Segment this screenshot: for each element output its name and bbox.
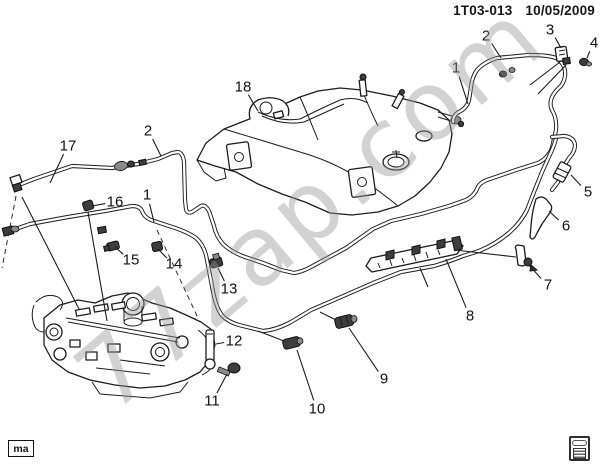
leader-line-17 (49, 153, 65, 184)
drawing-date: 10/05/2009 (525, 3, 595, 18)
callout-18: 18 (235, 79, 252, 96)
leader-line-6 (548, 210, 559, 221)
engine-illustration (31, 292, 216, 399)
line-clip-15 (102, 240, 120, 253)
line-bracket-rail-8 (365, 235, 517, 288)
leader-line-12 (215, 341, 225, 345)
leader-line-2 (152, 138, 162, 157)
leader-line-8 (445, 258, 467, 308)
drawing-number: 1T03-013 (453, 3, 513, 18)
leader-line-10 (296, 349, 315, 401)
strap-bracket-12 (204, 329, 216, 370)
callout-13: 13 (221, 281, 238, 298)
leader-line-3 (554, 37, 562, 49)
locator-lines (1, 195, 199, 322)
leader-line-18 (247, 94, 259, 112)
gm-logo-bar (572, 439, 587, 447)
callout-15: 15 (123, 252, 140, 269)
callout-17: 17 (60, 138, 77, 155)
leader-line-4 (586, 50, 591, 59)
loop-fitting (498, 70, 508, 78)
callout-1: 1 (143, 187, 151, 204)
line-clip-7 (514, 244, 539, 272)
leader-line-16 (91, 203, 106, 207)
callout-12: 12 (226, 333, 243, 350)
fitting-collar (127, 160, 135, 168)
callout-11: 11 (204, 393, 220, 410)
pipe-end-bracket (9, 174, 23, 193)
callout-2: 2 (144, 123, 152, 140)
callout-7: 7 (544, 277, 552, 294)
callout-3: 3 (546, 22, 554, 39)
leader-line-7 (528, 264, 542, 279)
line-clip-14 (151, 240, 164, 253)
callout-1: 1 (452, 60, 460, 77)
gm-logo (569, 436, 590, 461)
leader-line-1 (148, 203, 155, 223)
callout-10: 10 (309, 401, 326, 418)
callout-4: 4 (590, 35, 598, 52)
bracket-6 (529, 196, 553, 240)
callout-2: 2 (482, 28, 490, 45)
revision-mark: ma (8, 440, 34, 457)
quick-connect-fitting (114, 161, 128, 171)
leader-line-14 (157, 248, 168, 259)
bolt-11 (216, 362, 241, 377)
leader-line-15 (114, 246, 124, 255)
leader-line-2 (491, 43, 502, 59)
callout-5: 5 (584, 184, 592, 201)
leader-line-11 (216, 373, 228, 394)
line-clip-13 (209, 252, 224, 269)
leader-line-9 (348, 327, 379, 372)
leader-line-1 (458, 76, 469, 105)
leader-line-5 (570, 174, 582, 187)
hose-fitting-5 (552, 161, 572, 183)
small-parts (1, 45, 593, 377)
callout-6: 6 (562, 218, 570, 235)
line-connector-10 (257, 330, 304, 350)
line-clip-16 (82, 199, 95, 212)
callout-16: 16 (107, 194, 124, 211)
line-clip-3 (529, 45, 571, 95)
callout-9: 9 (380, 371, 388, 388)
nut-4 (579, 57, 593, 67)
callout-14: 14 (166, 256, 183, 273)
drawing-header: 1T03-013 10/05/2009 (444, 3, 595, 18)
callout-8: 8 (466, 308, 474, 325)
line-connector-9 (319, 311, 358, 329)
leader-line-13 (217, 267, 225, 282)
gm-logo-emblem (573, 447, 586, 459)
fuel-tank-illustration (196, 73, 465, 216)
